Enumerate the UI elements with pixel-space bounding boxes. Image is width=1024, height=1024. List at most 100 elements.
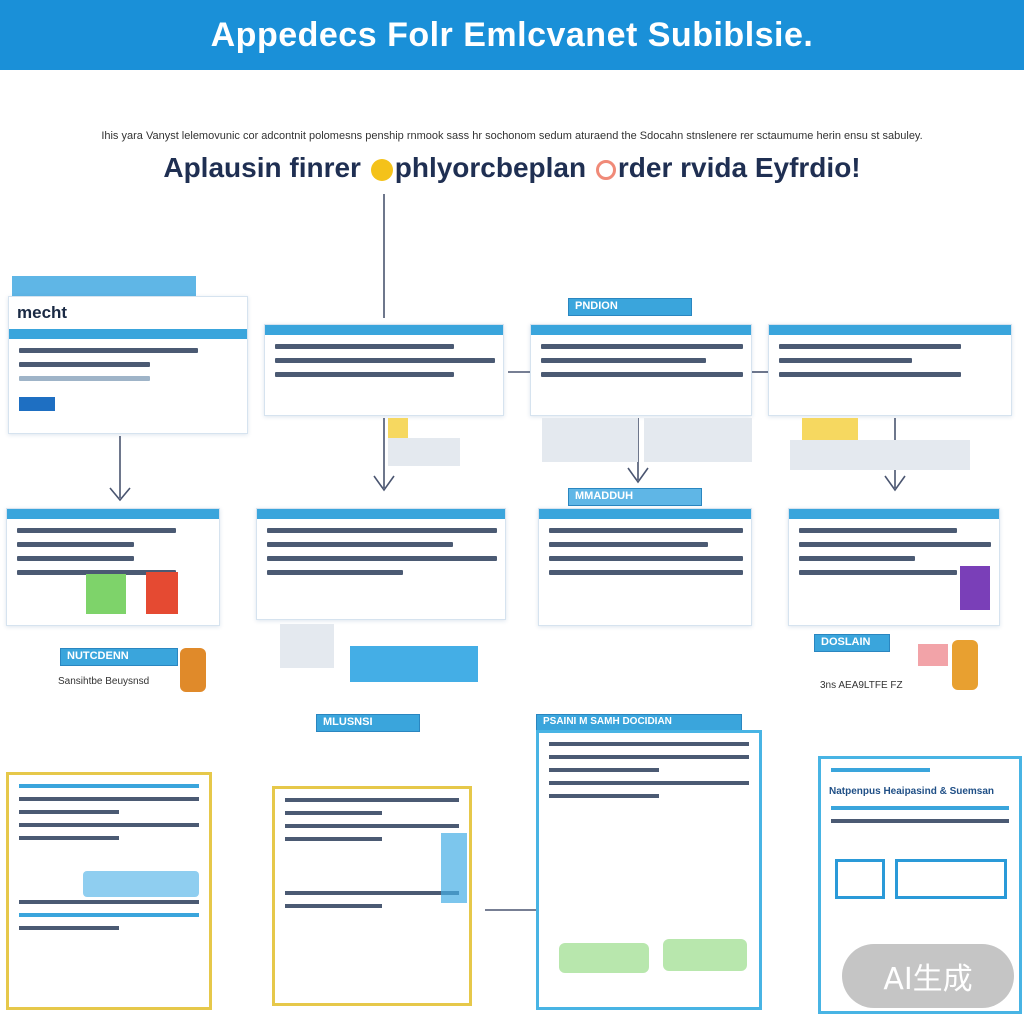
card-header-bar bbox=[531, 325, 751, 335]
card-line bbox=[19, 348, 198, 353]
doc-line bbox=[19, 913, 199, 917]
grey-panel bbox=[644, 418, 752, 462]
subtitle-part-1: Aplausin finrer bbox=[163, 152, 361, 183]
doc-line bbox=[19, 797, 199, 801]
tag-top: PNDION bbox=[568, 298, 692, 316]
doc-shape bbox=[663, 939, 747, 971]
doc-line bbox=[549, 781, 749, 785]
card-line bbox=[799, 570, 957, 575]
doc-line bbox=[285, 891, 459, 895]
card-line bbox=[267, 556, 497, 561]
card1-title: mecht bbox=[17, 303, 68, 322]
card-line bbox=[275, 344, 454, 349]
pink-card-icon bbox=[918, 644, 948, 666]
card-row2-col2 bbox=[256, 508, 506, 620]
subtitle-part-2: phlyorcbeplan bbox=[394, 152, 587, 183]
card-header-bar bbox=[257, 509, 505, 519]
doc-line bbox=[549, 755, 749, 759]
grey-panel bbox=[790, 440, 970, 470]
intro-text: Ihis yara Vanyst lelemovunic cor adcontn… bbox=[101, 130, 923, 142]
doc-line bbox=[831, 768, 930, 772]
green-puzzle-icon bbox=[86, 574, 126, 614]
doc-line bbox=[19, 926, 119, 930]
card-line bbox=[267, 528, 497, 533]
card-line bbox=[541, 358, 706, 363]
card-row1-col4 bbox=[768, 324, 1012, 416]
caption-left: Sansihtbe Beuysnsd bbox=[58, 676, 150, 687]
card-line bbox=[17, 570, 176, 575]
doc-shape bbox=[441, 833, 467, 903]
document-1 bbox=[6, 772, 212, 1010]
card-line bbox=[549, 556, 743, 561]
card-line bbox=[799, 528, 957, 533]
doc-line bbox=[285, 824, 459, 828]
card-header-bar bbox=[7, 509, 219, 519]
tag-mid: MMADDUH bbox=[568, 488, 702, 506]
arrow-col2 bbox=[373, 475, 395, 492]
document-2 bbox=[272, 786, 472, 1006]
grey-panel bbox=[280, 624, 334, 668]
arrow-col1 bbox=[109, 487, 131, 502]
orange-ring-icon bbox=[595, 159, 616, 180]
subtitle-part-3: rder rvida Eyfrdio! bbox=[617, 152, 861, 183]
card-line bbox=[541, 344, 743, 349]
card-line bbox=[17, 556, 134, 561]
subtitle: Aplausin finrer phlyorcbeplan rder rvida… bbox=[40, 152, 984, 184]
doc-line bbox=[285, 837, 382, 841]
doc4-title: Natpenpus Heaipasind & Suemsan bbox=[829, 786, 995, 797]
card1-tab bbox=[12, 276, 196, 298]
card1-action-button[interactable] bbox=[19, 397, 55, 411]
card-line bbox=[275, 358, 495, 363]
grey-panel bbox=[388, 438, 460, 466]
yellow-note bbox=[388, 418, 408, 438]
card-line bbox=[799, 542, 991, 547]
doc-line bbox=[19, 810, 119, 814]
card-line bbox=[549, 528, 743, 533]
tag-left: NUTCDENN bbox=[60, 648, 178, 666]
doc-line bbox=[19, 900, 199, 904]
doc-line bbox=[19, 784, 199, 788]
doc-line bbox=[831, 806, 1009, 810]
card-row1-col3 bbox=[530, 324, 752, 416]
card-line bbox=[275, 372, 454, 377]
card-header-bar bbox=[265, 325, 503, 335]
person-figure-icon bbox=[952, 640, 978, 690]
card-line bbox=[799, 556, 915, 561]
card-header-bar bbox=[769, 325, 1011, 335]
card-line bbox=[779, 372, 961, 377]
doc-shape bbox=[835, 859, 885, 899]
tag-right: DOSLAIN bbox=[814, 634, 890, 652]
card-line bbox=[549, 542, 708, 547]
purple-cube-icon bbox=[960, 566, 990, 610]
person-figure-icon bbox=[180, 648, 206, 692]
doc-line bbox=[285, 811, 382, 815]
header-banner: Appedecs Folr Emlcvanet Subiblsie. bbox=[0, 0, 1024, 70]
card-line bbox=[779, 344, 961, 349]
doc-line bbox=[19, 823, 199, 827]
doc-line bbox=[19, 836, 119, 840]
grey-panel bbox=[542, 418, 638, 462]
tag-bottom-left: MLUSNSI bbox=[316, 714, 420, 732]
doc-line bbox=[549, 794, 659, 798]
caption-right: 3ns AEA9LTFE FZ bbox=[820, 680, 903, 691]
card-row1-col1: mecht bbox=[8, 296, 248, 434]
yellow-dot-icon bbox=[370, 158, 393, 181]
doc-line bbox=[285, 904, 382, 908]
card-line bbox=[779, 358, 913, 363]
doc-shape bbox=[83, 871, 199, 897]
doc-line bbox=[285, 798, 459, 802]
card-line bbox=[17, 542, 134, 547]
banner-title: Appedecs Folr Emlcvanet Subiblsie. bbox=[210, 15, 814, 54]
doc-line bbox=[549, 768, 659, 772]
doc-line bbox=[831, 819, 1009, 823]
card-row1-col2 bbox=[264, 324, 504, 416]
document-3 bbox=[536, 730, 762, 1010]
card-line bbox=[541, 372, 743, 377]
card-line bbox=[19, 376, 150, 381]
card-line bbox=[17, 528, 176, 533]
card-row2-col3 bbox=[538, 508, 752, 626]
card-line bbox=[267, 570, 404, 575]
arrow-col3 bbox=[627, 467, 649, 484]
card-line bbox=[549, 570, 743, 575]
card-header-bar bbox=[9, 329, 247, 339]
